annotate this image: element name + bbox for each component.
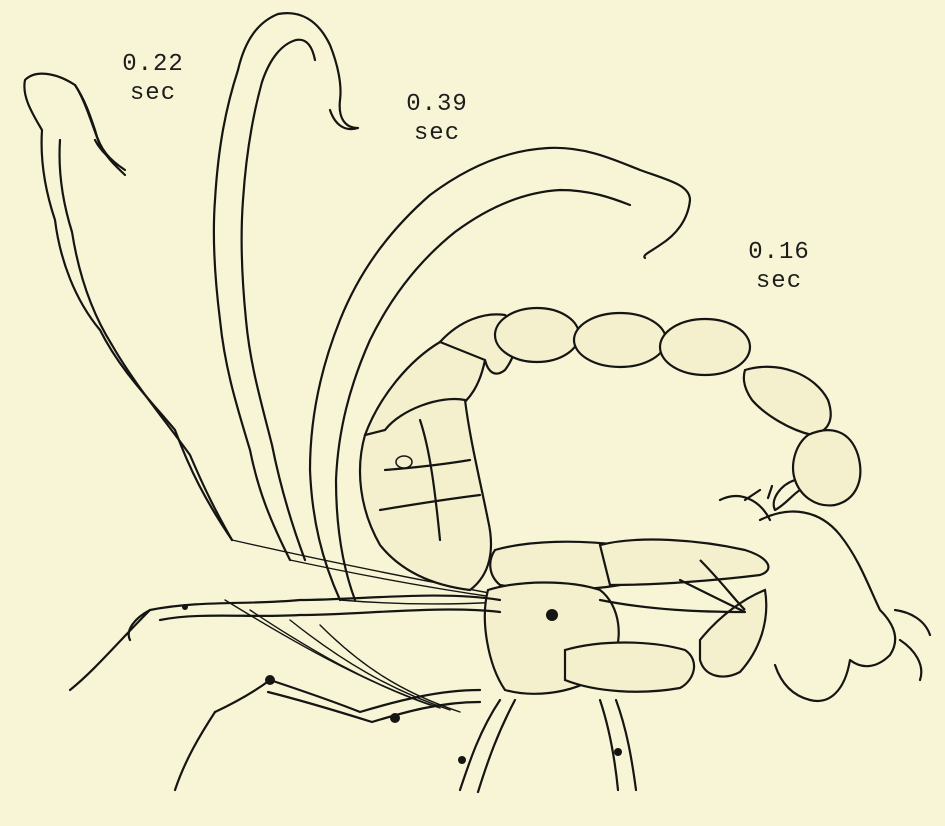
timing-value-3: 0.16	[734, 238, 824, 267]
timing-unit-2: sec	[392, 119, 482, 148]
timing-unit-1: sec	[108, 79, 198, 108]
timing-label-2: 0.39 sec	[392, 90, 482, 148]
timing-label-3: 0.16 sec	[734, 238, 824, 296]
timing-value-1: 0.22	[108, 50, 198, 79]
timing-label-1: 0.22 sec	[108, 50, 198, 108]
timing-unit-3: sec	[734, 267, 824, 296]
timing-value-2: 0.39	[392, 90, 482, 119]
tail-position-1-outline	[24, 74, 232, 540]
scorpion-body	[485, 540, 769, 694]
